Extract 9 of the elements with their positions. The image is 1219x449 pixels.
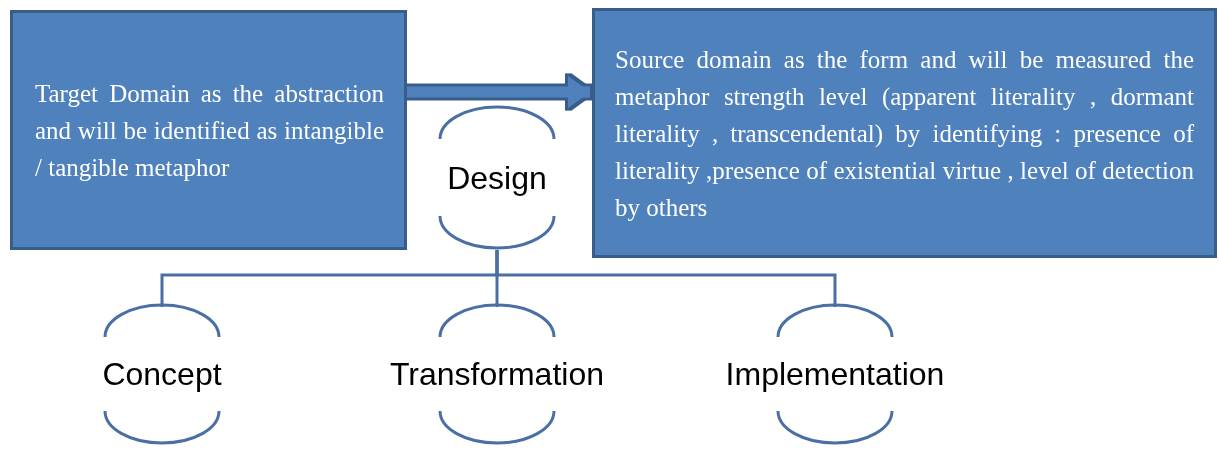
connector-line (495, 250, 837, 307)
node-label: Transformation (390, 355, 604, 394)
node-label: Concept (102, 355, 222, 394)
text-box (592, 8, 1217, 258)
text-box (10, 10, 407, 250)
node-label: Implementation (725, 355, 945, 394)
box-text: Source domain as the form and will be measured the metaphor strength level (apparent literality , dormant literality , transcendental) by identifying : presence of literality ,presence of existential virtue , level of detection by others (615, 44, 1194, 223)
node-label: Design (447, 158, 547, 198)
box-text: Target Domain as the abstraction and will be identified as intangible / tangible metaphor (35, 78, 384, 183)
